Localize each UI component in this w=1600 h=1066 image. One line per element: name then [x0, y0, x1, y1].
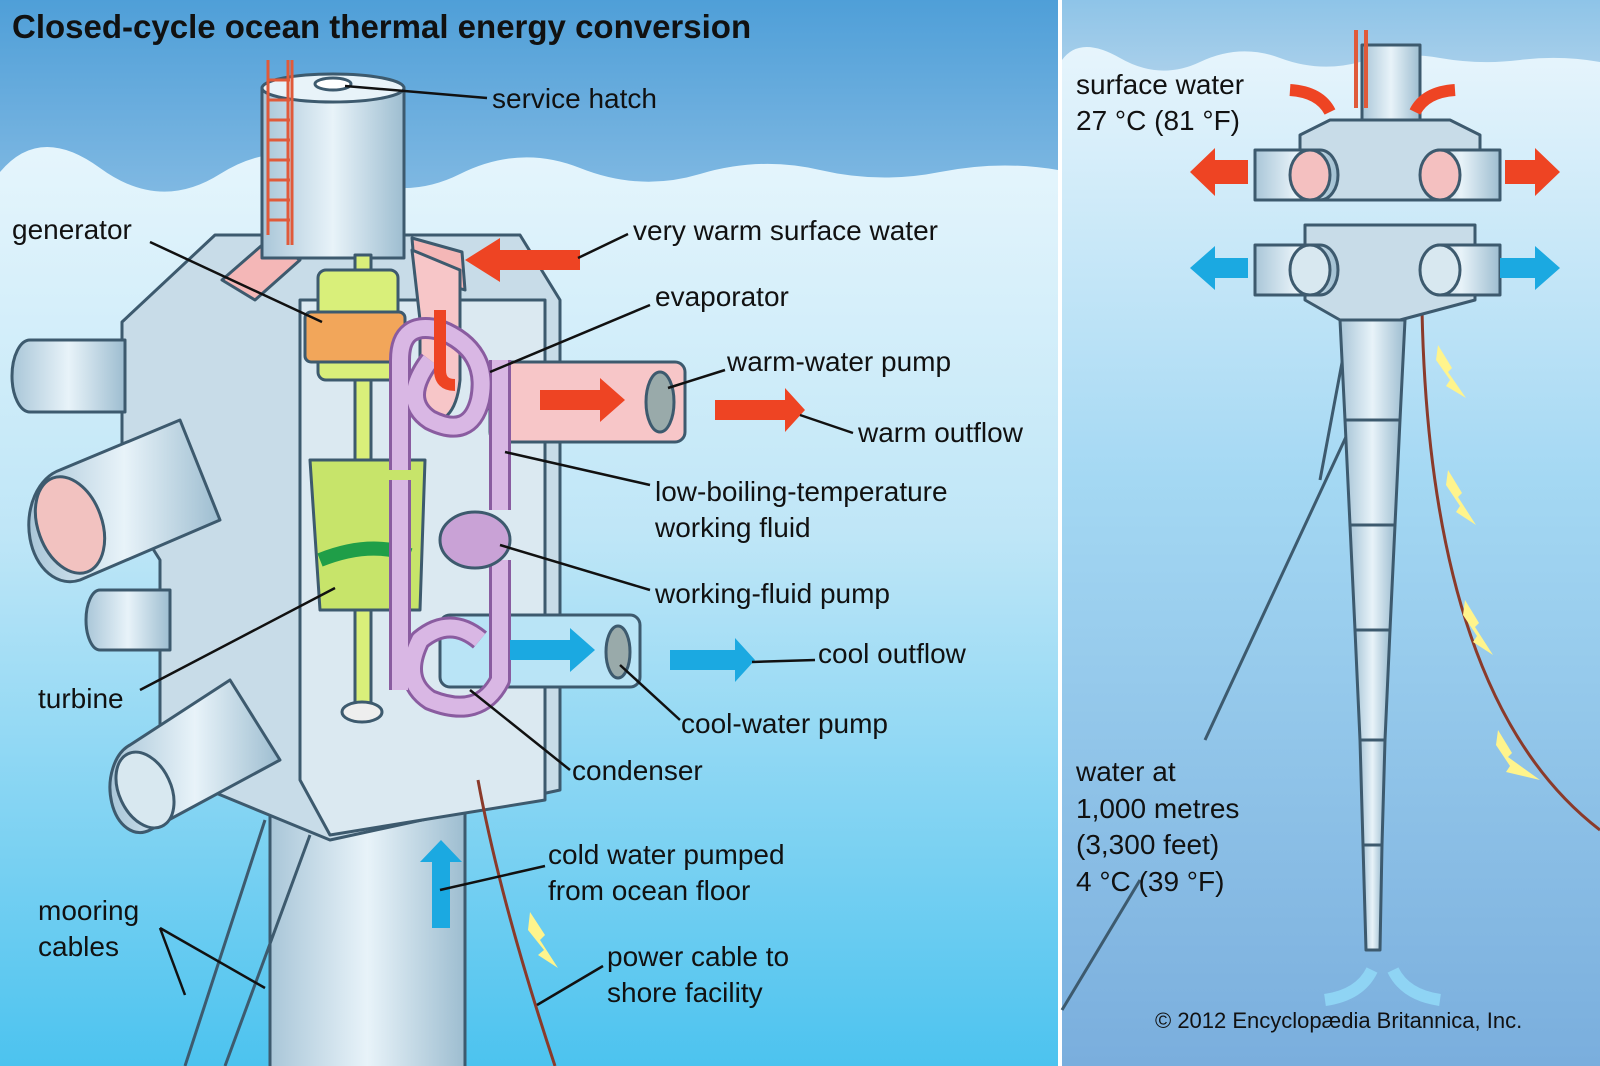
power-cable-right — [1420, 309, 1600, 832]
label-deep-water-1: water at — [1076, 756, 1176, 787]
otec-plant — [10, 60, 687, 1066]
label-cool-outflow: cool outflow — [818, 638, 966, 669]
label-service-hatch: service hatch — [492, 83, 657, 114]
label-mooring-1: mooring — [38, 895, 140, 926]
cool-arrows — [420, 628, 755, 928]
label-condenser: condenser — [572, 755, 703, 786]
service-tower — [260, 86, 406, 260]
diagram-title: Closed-cycle ocean thermal energy conver… — [12, 8, 752, 45]
label-warm-outflow: warm outflow — [858, 417, 1023, 448]
label-warm-water-pump: warm-water pump — [727, 346, 952, 377]
warm-arrows-right — [1190, 84, 1560, 196]
ladder — [266, 60, 294, 245]
label-deep-water-3: (3,300 feet) — [1076, 829, 1220, 860]
mooring-cables — [183, 819, 312, 1066]
label-deep-water-2: 1,000 metres — [1076, 793, 1240, 824]
label-cool-water-pump: cool-water pump — [681, 708, 888, 739]
label-cold-water-1: cold water pumped — [548, 839, 785, 870]
label-working-fluid-1: low-boiling-temperature — [655, 476, 948, 507]
power-cable — [476, 779, 557, 1066]
lightning-icons-right — [1436, 345, 1540, 780]
working-fluid-pump — [438, 510, 512, 570]
label-surface-water-2: 27 °C (81 °F) — [1076, 105, 1240, 136]
cool-arrows-right — [1190, 246, 1560, 290]
service-hatch — [313, 76, 353, 92]
warm-arrows — [434, 238, 805, 432]
surface-wave-right — [1062, 0, 1600, 71]
label-working-fluid-pump: working-fluid pump — [655, 578, 890, 609]
intake-arrows-right — [1323, 967, 1442, 1006]
copyright: © 2012 Encyclopædia Britannica, Inc. — [1155, 1008, 1523, 1033]
label-mooring-2: cables — [38, 931, 119, 962]
label-cold-water-2: from ocean floor — [548, 875, 751, 906]
label-power-cable-2: shore facility — [607, 977, 763, 1008]
label-working-fluid-2: working fluid — [655, 512, 811, 543]
warm-water-pump — [644, 370, 676, 434]
panel-divider — [1058, 0, 1062, 1066]
cool-water-pump — [604, 624, 632, 680]
lightning-icon — [528, 912, 558, 968]
ladder-right — [1354, 30, 1368, 108]
label-generator: generator — [12, 214, 132, 245]
label-deep-water-4: 4 °C (39 °F) — [1076, 866, 1225, 897]
label-turbine: turbine — [38, 683, 124, 714]
leader-lines — [139, 84, 854, 1007]
otec-plant-overview — [1060, 43, 1600, 1011]
label-surface-water-1: surface water — [1076, 69, 1245, 100]
label-very-warm-surface-water: very warm surface water — [633, 215, 938, 246]
label-evaporator: evaporator — [655, 281, 789, 312]
label-power-cable-1: power cable to — [607, 941, 790, 972]
